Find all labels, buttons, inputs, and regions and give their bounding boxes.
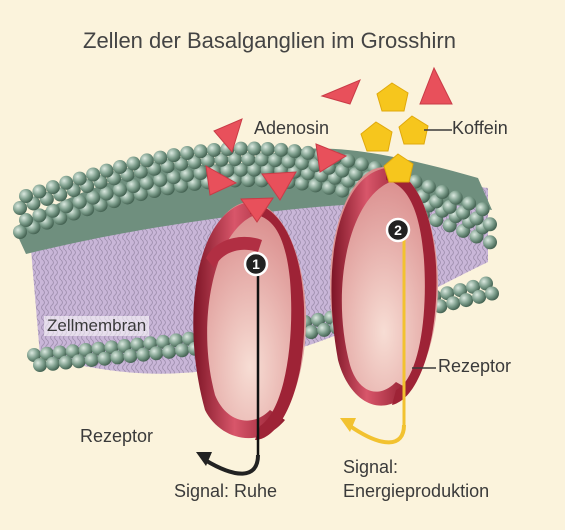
label-signal-energy-line1: Signal: [343,457,398,478]
membrane-bead [301,146,315,160]
membrane-bead [194,144,208,158]
membrane-bead [180,146,194,160]
membrane-bead [32,185,46,199]
membrane-bead [435,185,449,199]
membrane-bead [32,208,46,222]
marker-1: 1 [245,253,267,275]
membrane-bead [100,164,114,178]
membrane-bead [153,151,167,165]
membrane-bead [422,180,436,194]
marker-2-text: 2 [394,222,402,238]
label-koffein: Koffein [452,118,508,139]
membrane-bead [317,323,331,337]
membrane-bead [446,296,460,310]
label-adenosin: Adenosin [254,118,329,139]
marker-1-text: 1 [252,256,260,272]
membrane-bead [73,172,87,186]
receptor-2 [330,167,438,425]
membrane-bead [33,358,47,372]
signal-energy-arrow [340,418,404,442]
membrane-bead [207,143,221,157]
membrane-bead [234,142,248,156]
membrane-bead [162,345,176,359]
membrane-bead [459,293,473,307]
membrane-bead [476,202,490,216]
marker-2: 2 [387,219,409,241]
membrane-bead [123,349,137,363]
membrane-bead [86,168,100,182]
signal-rest-arrow [196,452,258,474]
membrane-bead [288,144,302,158]
membrane-bead [149,346,163,360]
membrane-bead [85,353,99,367]
membrane-bead [485,287,499,301]
membrane-bead [167,148,181,162]
membrane-bead [46,204,60,218]
membrane-bead [59,176,73,190]
membrane-bead [59,356,73,370]
membrane-bead [140,153,154,167]
membrane-bead [304,325,318,339]
membrane-bead [462,196,476,210]
label-signal-energy-line2: Energieproduktion [343,481,489,502]
receptor-1 [193,202,306,455]
membrane-bead [126,157,140,171]
membrane-bead [247,142,261,156]
membrane-bead [13,225,27,239]
membrane-bead [13,201,27,215]
label-rezeptor-right: Rezeptor [438,356,511,377]
membrane-bead [274,143,288,157]
membrane-bead [449,191,463,205]
diagram-title: Zellen der Basalganglien im Grosshirn [83,28,456,54]
label-rezeptor-left: Rezeptor [80,426,153,447]
membrane-bead [19,213,33,227]
membrane-bead [110,350,124,364]
membrane-bead [483,235,497,249]
label-zellmembran: Zellmembran [44,316,149,336]
membrane-bead [46,357,60,371]
membrane-bead [19,189,33,203]
label-signal-rest: Signal: Ruhe [174,481,277,502]
membrane-bead [472,290,486,304]
membrane-bead [46,180,60,194]
membrane-bead [113,160,127,174]
membrane-bead [136,348,150,362]
membrane-bead [72,354,86,368]
membrane-bead [261,142,275,156]
membrane-bead [483,217,497,231]
membrane-bead [355,157,369,171]
membrane-bead [98,352,112,366]
membrane-bead [175,343,189,357]
